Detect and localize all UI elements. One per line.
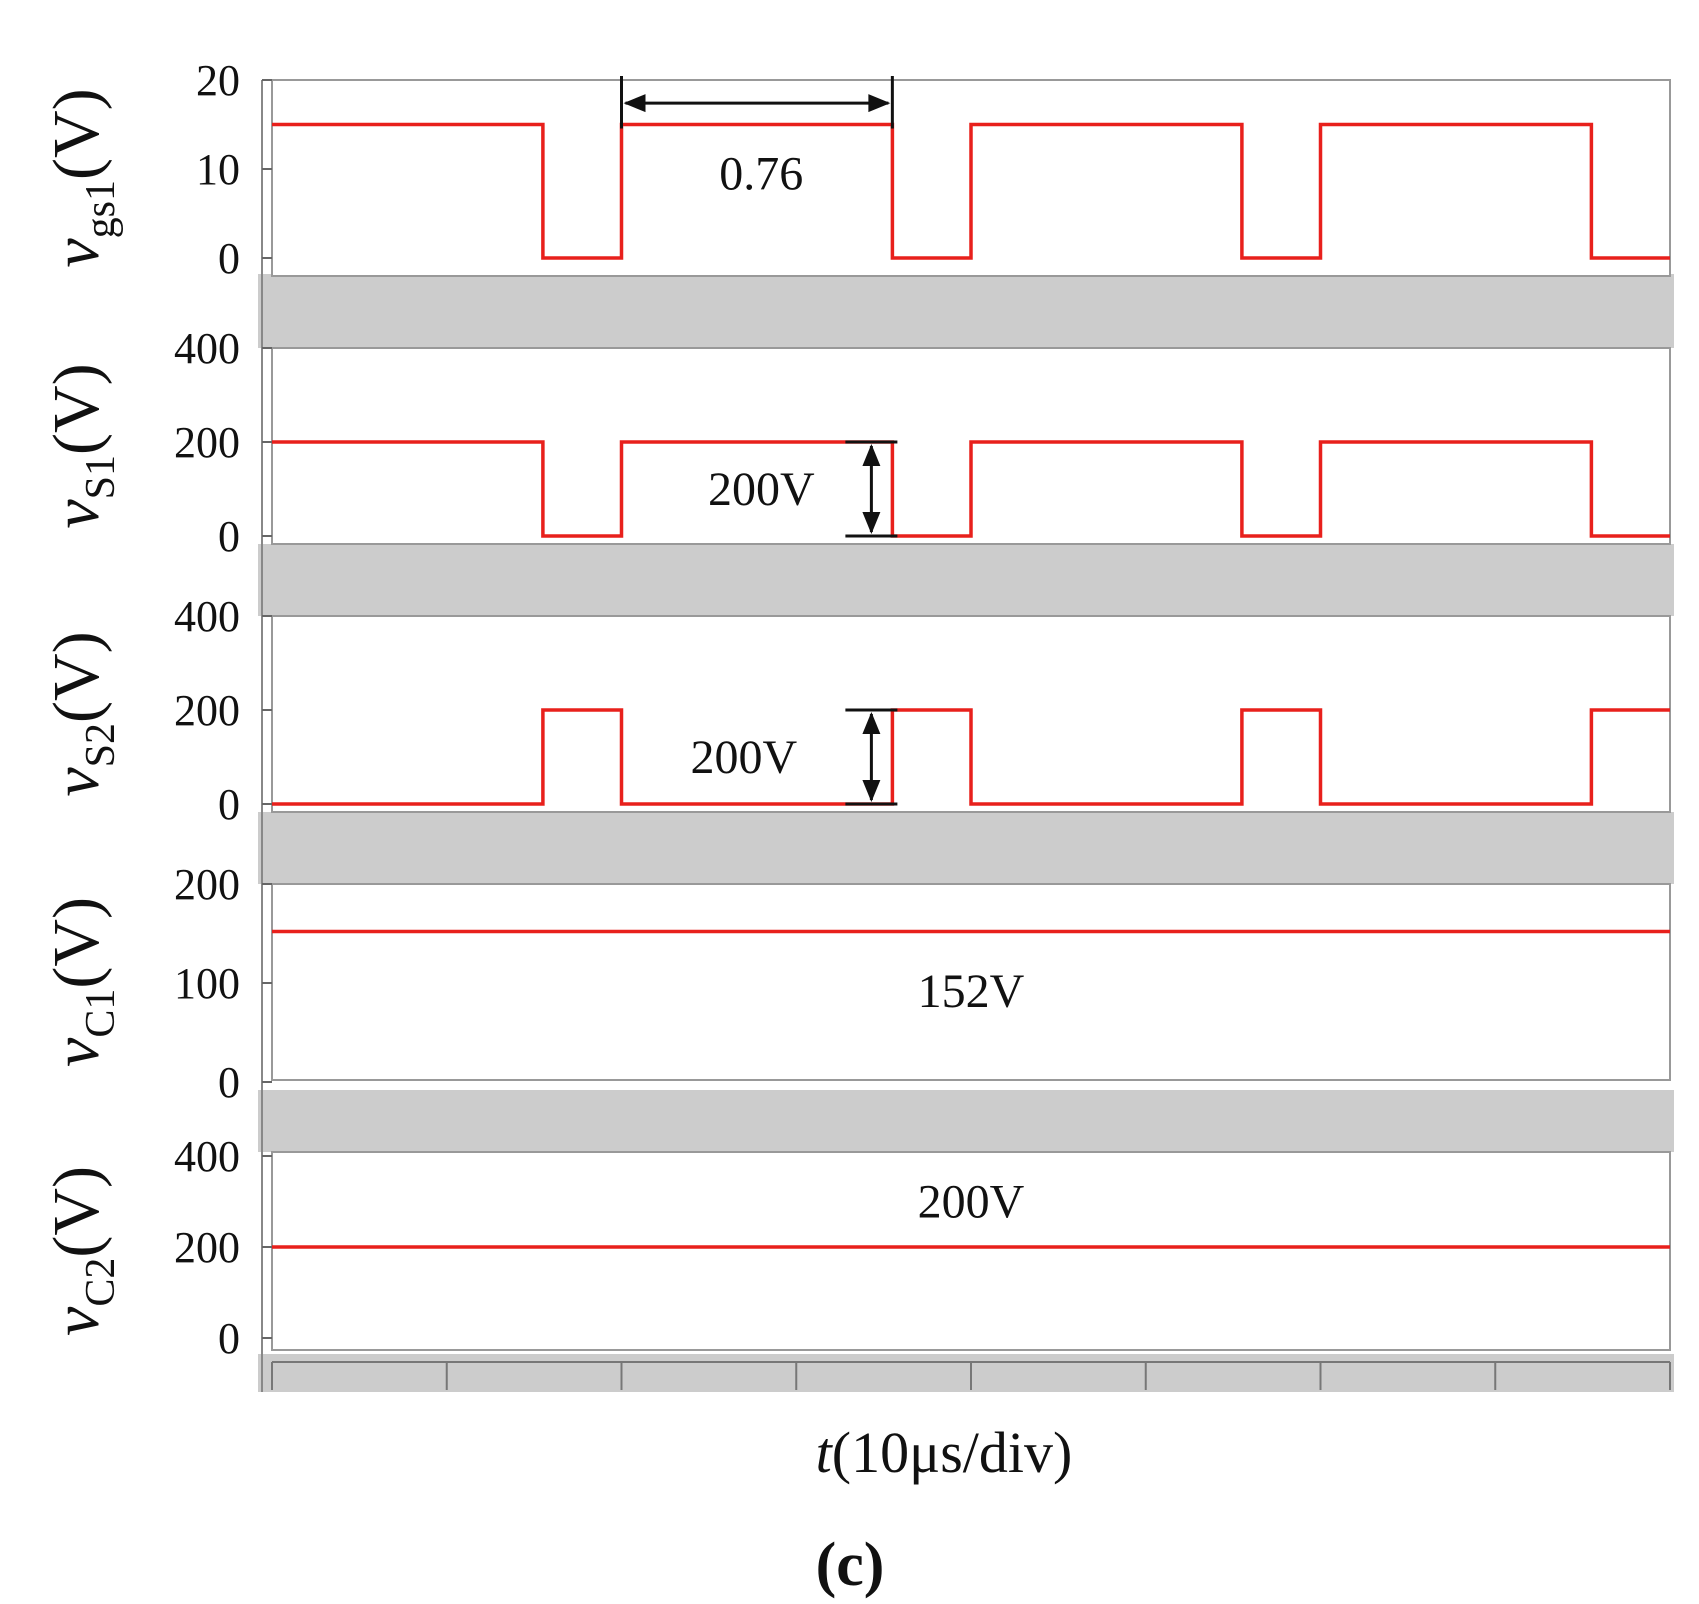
arrow-head-top	[862, 444, 881, 466]
y-tick-label-0: 0	[218, 1058, 240, 1107]
panel-separator-0	[258, 274, 1674, 348]
y-axis-label-unit: (V)	[40, 363, 113, 455]
y-axis-label-symbol: v	[40, 1037, 113, 1067]
y-tick-label-200: 200	[174, 686, 240, 735]
y-tick-label-400: 400	[174, 592, 240, 641]
y-axis-label-unit: (V)	[40, 88, 113, 180]
y-axis-label-unit: (V)	[40, 897, 113, 989]
y-axis-label-subscript: C1	[78, 989, 124, 1038]
y-axis-label-symbol: v	[40, 1306, 113, 1336]
trace-line	[272, 440, 1670, 538]
figure-caption: (c)	[816, 1531, 885, 1599]
y-tick-label-400: 400	[174, 324, 240, 373]
plot-area	[271, 883, 1671, 1081]
panel-separator-2	[258, 812, 1674, 884]
y-axis-label-subscript: C2	[78, 1258, 124, 1307]
y-axis-label: vC2(V)	[40, 1166, 124, 1336]
y-tick-label-20: 20	[196, 56, 240, 105]
time-axis	[271, 1361, 1671, 1390]
y-axis-label-unit: (V)	[40, 1166, 113, 1258]
y-axis-label: vC1(V)	[40, 897, 124, 1067]
y-axis-label-symbol: v	[40, 499, 113, 529]
y-tick-label-200: 200	[174, 860, 240, 909]
trace-line	[272, 708, 1670, 806]
panel-gs1: 0 10 20 vgs1(V) 0.76	[40, 56, 1671, 283]
y-axis-label-symbol: v	[40, 767, 113, 797]
y-axis-label: vS1(V)	[40, 363, 124, 528]
arrow-head-top	[862, 712, 881, 734]
panel-S2: 0 200 400 vS2(V) 200V	[40, 592, 1671, 829]
y-tick-label-0: 0	[218, 1314, 240, 1363]
plots-layer: 01020vgs1(V)0.760200400vS1(V)200V0200400…	[40, 56, 1674, 1392]
trace-line	[272, 122, 1670, 260]
arrow-head-left	[623, 94, 646, 113]
y-axis-label-subscript: gs1	[78, 180, 124, 238]
y-tick-label-100: 100	[174, 959, 240, 1008]
panel-C1: 0 100 200 vC1(V) 152V	[40, 860, 1671, 1107]
arrow-head-bottom	[862, 512, 881, 534]
arrow-head-bottom	[862, 780, 881, 802]
arrow-head-right	[868, 94, 891, 113]
y-axis-label: vgs1(V)	[40, 88, 124, 267]
y-axis-label-subscript: S1	[78, 455, 124, 499]
y-tick-label-400: 400	[174, 1132, 240, 1181]
annotation-label: 200V	[690, 731, 797, 784]
annotation-label: 152V	[918, 965, 1025, 1018]
y-tick-label-200: 200	[174, 1223, 240, 1272]
panel-C2: 0 200 400 vC2(V) 200V	[40, 1132, 1671, 1363]
plot-area	[271, 1151, 1671, 1351]
y-tick-label-0: 0	[218, 780, 240, 829]
y-tick-label-200: 200	[174, 418, 240, 467]
y-axis-label: vS2(V)	[40, 631, 124, 796]
y-axis-label-symbol: v	[40, 238, 113, 268]
annotation-label: 200V	[708, 463, 815, 516]
panel-S1: 0 200 400 vS1(V) 200V	[40, 324, 1671, 561]
y-tick-label-0: 0	[218, 234, 240, 283]
annotation-label: 200V	[918, 1176, 1025, 1229]
y-axis-label-unit: (V)	[40, 631, 113, 723]
y-axis-label-subscript: S2	[78, 723, 124, 767]
panel-separator-4	[258, 1354, 1674, 1392]
y-tick-label-10: 10	[196, 145, 240, 194]
annotation-label: 0.76	[719, 147, 803, 200]
panel-separator-3	[258, 1090, 1674, 1152]
y-tick-label-0: 0	[218, 512, 240, 561]
time-axis-label: t(10μs/div)	[816, 1420, 1073, 1485]
panel-separator-1	[258, 544, 1674, 616]
